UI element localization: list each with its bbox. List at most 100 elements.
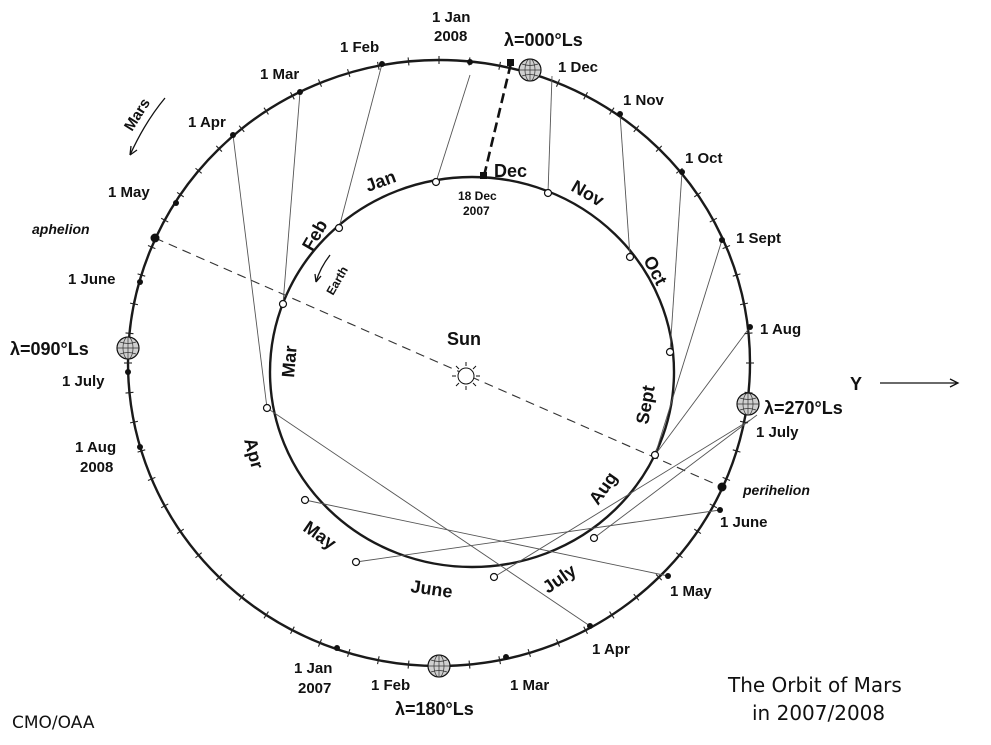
mars-dot [125,369,131,375]
mars-orbit-tick [377,61,380,70]
mars-dot [587,623,593,629]
mars-orbit-tick [693,191,702,198]
mars-date-jun2007: 1 June [720,514,768,531]
earth-opposition-date-line1: 18 Dec [458,189,497,203]
earth-month-dec: Dec [494,161,527,181]
mars-date-sep2007: 1 Sept [736,230,781,247]
line-apr2 [266,407,591,627]
mars-date-aug2008-line1: 1 Aug [75,439,116,456]
mars-orbit-tick [195,552,203,559]
mars-date-aug2008-line2: 2008 [80,459,113,476]
mars-orbit-tick [238,593,245,601]
mars-date-apr2008: 1 Apr [188,114,226,131]
mars-orbit-tick [347,69,351,78]
mars-orbit-tick [609,611,615,619]
earth-point [300,495,310,505]
mars-globe-000 [518,58,542,82]
mars-orbit-tick [290,626,295,635]
mars-orbit-tick [137,273,146,277]
earth-motion-arc [315,254,331,283]
mars-dot [679,169,685,175]
mars-date-mar2008: 1 Mar [260,66,299,83]
line-sept [654,239,723,456]
line-nov [619,113,631,258]
mars-globe-icon [116,58,760,678]
mars-motion-arrowhead [129,145,138,156]
mars-dot [617,111,623,117]
mars-orbit-tick [583,91,588,100]
mars-orbit-tick [125,332,134,335]
mars-dot [297,89,303,95]
mars-orbit-tick [583,626,588,635]
mars-date-may2007: 1 May [670,583,712,600]
mars-label: Mars [121,95,154,134]
mars-orbit-tick [407,57,410,66]
mars-orbit-tick [633,593,640,601]
mars-orbit-tick [215,145,223,152]
mars-orbit-tick [739,302,749,306]
mars-globe-270 [736,392,760,416]
mars-orbit-tick [498,656,501,665]
mars-orbit-tick [215,574,223,581]
vernal-equinox-arrowhead [949,378,960,388]
mars-orbit-tick [655,145,663,152]
perihelion-point [717,482,727,492]
earth-point [489,572,499,582]
mars-orbit-tick [744,332,753,335]
mars-orbit-tick [709,217,718,223]
earth-point [351,557,361,567]
mars-dot [173,200,179,206]
mars-orbit-tick [377,656,380,665]
mars-orbit-tick [739,420,749,424]
mars-date-feb2007: 1 Feb [371,677,410,694]
mars-dot [137,444,143,450]
earth-month-apr: Apr [240,436,267,471]
mars-orbit-tick [722,476,731,481]
mars-date-jul2007: 1 July [756,424,799,441]
line-dec [547,75,553,194]
earth-month-mar: Mar [278,345,301,379]
sun-label: Sun [447,329,481,349]
mars-orbit-tick [722,245,731,250]
earth-point [650,450,660,460]
mars-orbit-tick [263,611,269,619]
mars-date-apr2007: 1 Apr [592,641,630,658]
mars-orbit-tick [147,245,156,250]
mars-orbit-tick [290,91,295,100]
mars-date-dec2007: 1 Dec [558,59,598,76]
credit-label: CMO/OAA [12,713,95,733]
earth-orbit [268,175,676,569]
mars-date-jun2008: 1 June [68,271,116,288]
mars-orbit-tick [195,167,203,174]
earth-point [262,403,272,413]
line-july [493,419,751,578]
mars-orbit-tick [160,217,169,223]
mars-globe-090 [116,336,140,360]
line-july2 [593,414,758,539]
mars-date-aug2007: 1 Aug [760,321,801,338]
title-line1: The Orbit of Mars [727,673,902,697]
mars-orbit-tick [655,574,663,581]
mars-date-labels: 1 Jan 2008 1 Feb 1 Mar 1 Apr 1 May 1 Jun… [62,9,801,697]
earth-month-sept: Sept [632,384,658,426]
mars-dot [503,654,509,660]
lambda-180-label: λ=180°Ls [395,699,474,719]
earth-point [334,223,344,233]
aries-symbol: Υ [850,374,862,394]
earth-point [625,252,635,262]
mars-orbit-tick [407,660,410,669]
mars-orbit-tick [176,528,185,535]
mars-orbit-tick [675,552,683,559]
line-feb [338,63,383,229]
mars-orbit-tick [125,391,134,394]
lambda-270-label: λ=270°Ls [764,398,843,418]
mars-globe-180 [427,654,451,678]
mars-dot [334,645,340,651]
lambda-000-label: λ=000°Ls [504,30,583,50]
mars-orbit-tick [693,528,702,535]
mars-date-oct2007: 1 Oct [685,150,723,167]
mars-orbit-tick [609,107,615,115]
mars-orbit-tick [732,449,741,453]
lambda-090-label: λ=090°Ls [10,339,89,359]
mars-date-jan2007-line2: 2007 [298,680,331,697]
